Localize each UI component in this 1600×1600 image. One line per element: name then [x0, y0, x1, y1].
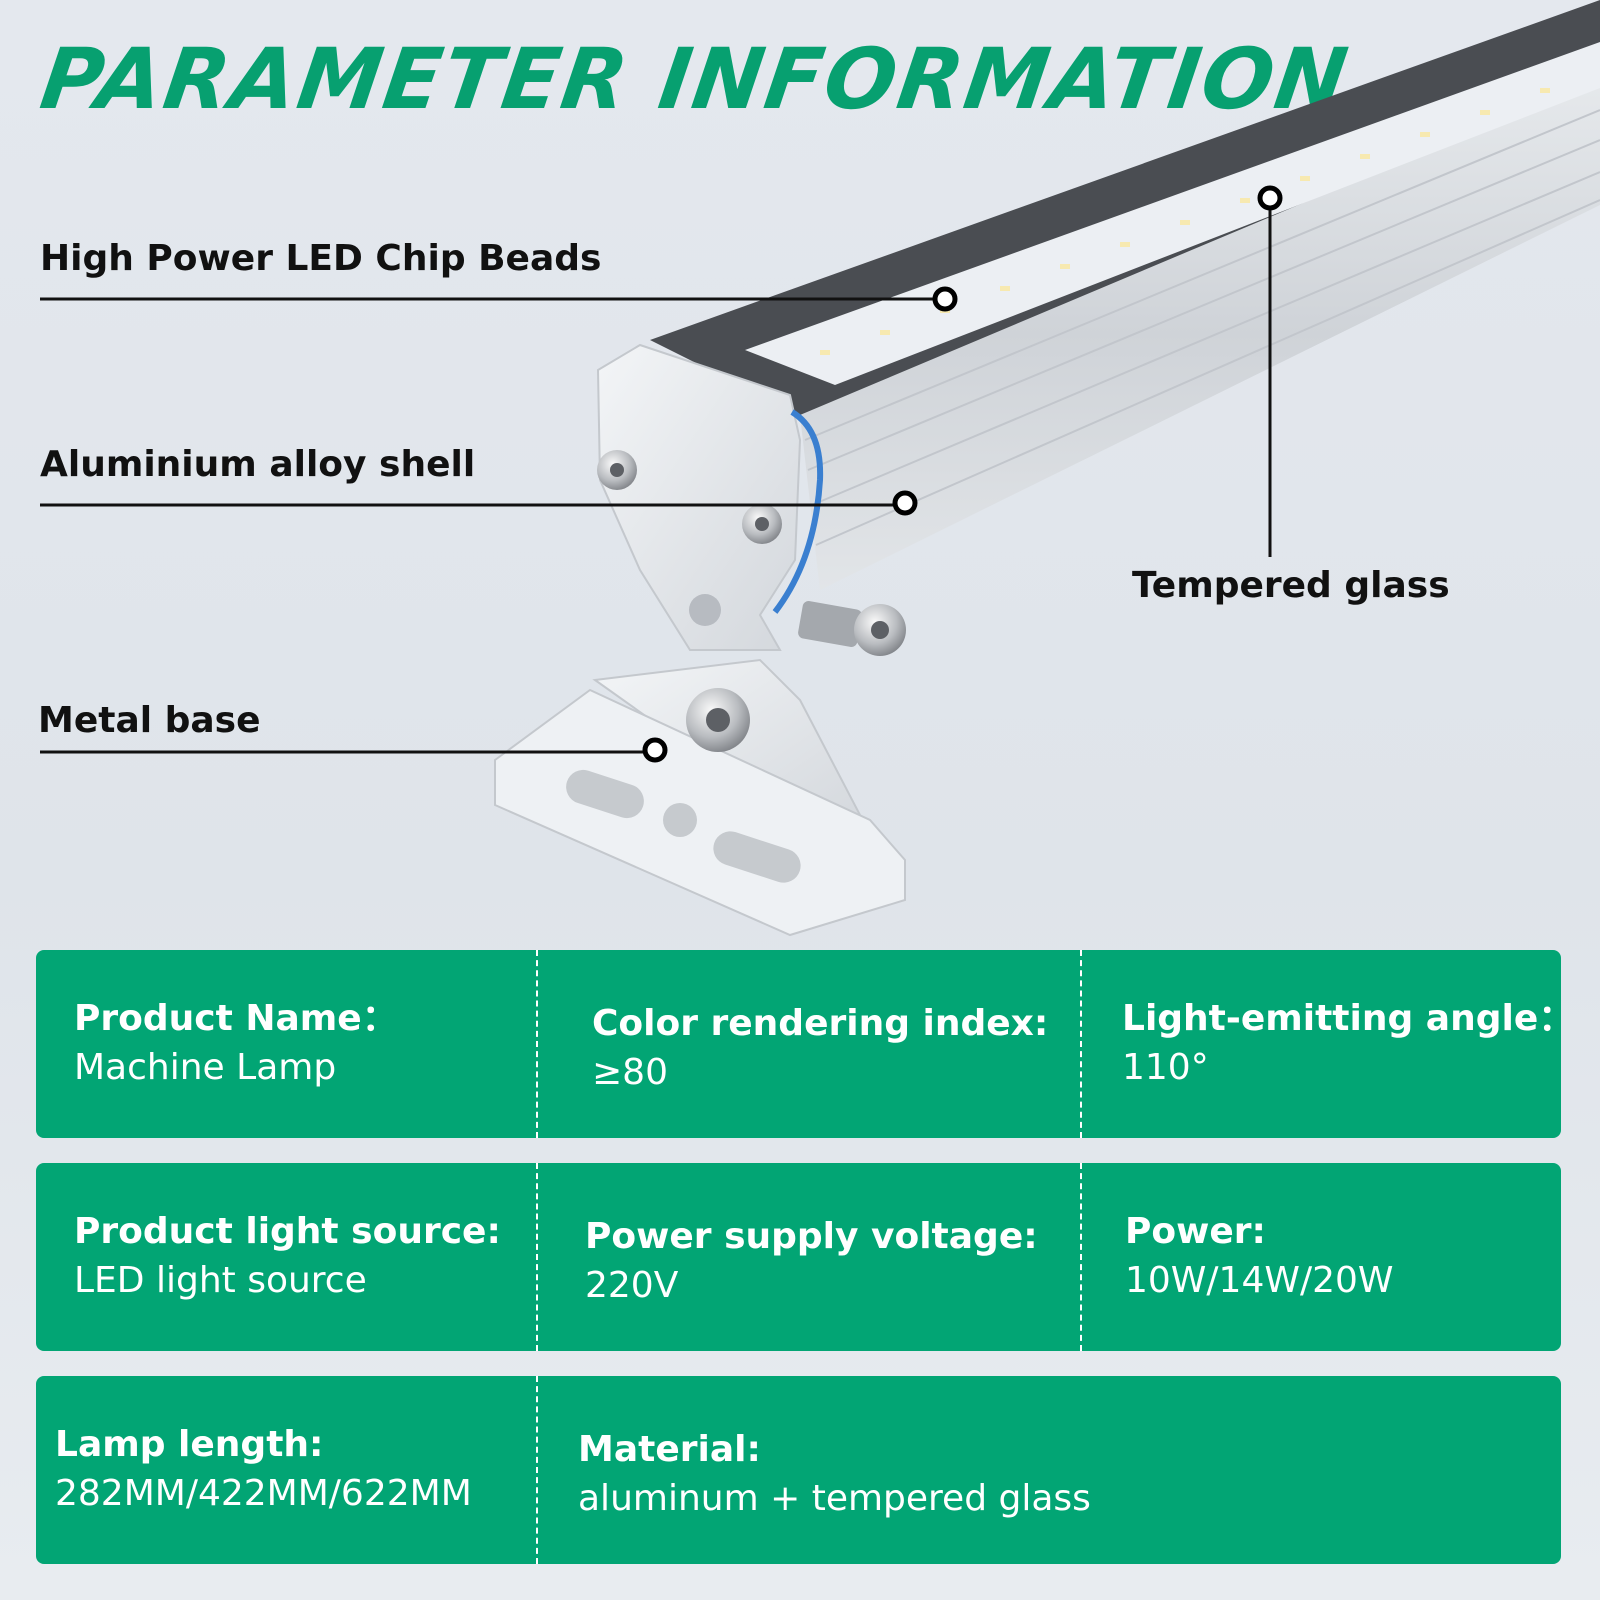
end-cap [596, 343, 802, 651]
base-slot-2 [713, 831, 801, 883]
cap-hole [689, 594, 721, 626]
spec-value: aluminum + tempered glass [578, 1478, 1091, 1519]
spec-label: Power: [1125, 1211, 1266, 1252]
spec-value: 10W/14W/20W [1125, 1260, 1394, 1301]
callout-dots [642, 185, 1283, 763]
callout-led-beads: High Power LED Chip Beads [40, 238, 602, 279]
dot-led-beads [932, 286, 958, 312]
spec-panel-3: Lamp length: 282MM/422MM/622MM Material:… [36, 1376, 1561, 1564]
spec-voltage: Power supply voltage: 220V [536, 1163, 1080, 1351]
spec-value: 220V [585, 1265, 679, 1306]
base-hole [663, 803, 697, 837]
shell-grooves [804, 109, 1600, 546]
callout-tempered-glass: Tempered glass [1132, 565, 1450, 606]
spec-panel-1: Product Name： Machine Lamp Color renderi… [36, 950, 1561, 1138]
spec-value: 110° [1122, 1047, 1209, 1088]
spec-material: Material: aluminum + tempered glass [536, 1376, 1561, 1564]
base-slot-1 [566, 769, 644, 819]
spec-label: Light-emitting angle： [1122, 998, 1561, 1039]
dot-alloy-shell [892, 490, 918, 516]
led-glass [745, 42, 1600, 385]
dot-metal-base [642, 737, 668, 763]
spec-color-rendering: Color rendering index: ≥80 [536, 950, 1080, 1138]
spec-label: Product light source: [74, 1211, 501, 1252]
callout-lines [40, 198, 1272, 754]
spec-power: Power: 10W/14W/20W [1080, 1163, 1561, 1351]
spec-value: 282MM/422MM/622MM [55, 1473, 472, 1514]
spec-lamp-length: Lamp length: 282MM/422MM/622MM [36, 1376, 536, 1564]
blue-gasket [772, 409, 824, 614]
spec-label: Material: [578, 1429, 761, 1470]
callout-alloy-shell: Aluminium alloy shell [40, 444, 476, 485]
spec-label: Product Name： [74, 998, 398, 1039]
spec-value: Machine Lamp [74, 1047, 337, 1088]
side-bolt-thread [798, 601, 862, 647]
spec-panel-2: Product light source: LED light source P… [36, 1163, 1561, 1351]
spec-label: Color rendering index: [592, 1003, 1049, 1044]
lamp-shell-side [800, 78, 1600, 590]
spec-product-name: Product Name： Machine Lamp [36, 950, 536, 1138]
spec-emitting-angle: Light-emitting angle： 110° [1080, 950, 1561, 1138]
spec-value: LED light source [74, 1260, 367, 1301]
spec-light-source: Product light source: LED light source [36, 1163, 536, 1351]
spec-value: ≥80 [592, 1052, 668, 1093]
dot-tempered-glass [1257, 185, 1283, 211]
callout-metal-base: Metal base [38, 700, 261, 741]
spec-label: Power supply voltage: [585, 1216, 1038, 1257]
spec-label: Lamp length: [55, 1424, 324, 1465]
